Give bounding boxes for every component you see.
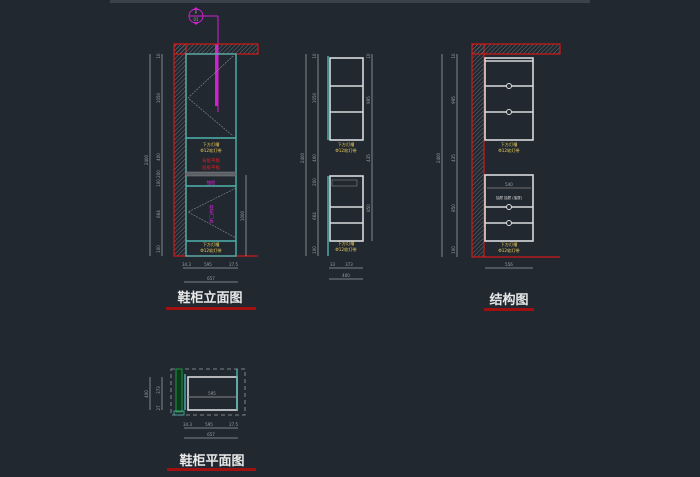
note-lower-1: 下方灯槽 <box>203 241 221 248</box>
dim-bottom: 33 <box>330 262 336 267</box>
structure-dimensions: 2400 10 995 435 850 100 556 <box>436 53 533 269</box>
section-tag: P 01 <box>188 7 219 112</box>
dim-total: 2400 <box>436 152 441 163</box>
dim-bottom: 27.5 <box>229 262 238 267</box>
structure-note-upper-2: Φ12软灯带 <box>498 147 519 154</box>
dim-bottom: 27.5 <box>229 422 238 427</box>
dim-seg: 995 <box>451 96 456 104</box>
dim-bottom: 595 <box>205 422 213 427</box>
dim-seg: 664 <box>312 212 317 220</box>
dim-seg: 400 <box>312 154 317 162</box>
dim-seg: 1050 <box>156 92 161 103</box>
dim-bottom: 34.3 <box>183 422 192 427</box>
side-dimensions: 2400 10 1050 400 200 664 100 10 995 435 … <box>300 53 373 280</box>
dim-bottom: 34.3 <box>182 262 191 267</box>
dim-bottom: 595 <box>204 262 212 267</box>
dim-seg: 10 <box>451 53 456 59</box>
note-red-2: 层板平板 <box>202 164 220 171</box>
dim-seg: 100 <box>312 246 317 254</box>
shoe-cabinet-plan: 595 400 373 27 34.3 595 27.5 657 鞋柜平面图 <box>144 368 256 471</box>
dim-seg: 435 <box>366 154 371 162</box>
note-vertical: 鞋柜门板 <box>209 204 214 225</box>
structure-note-lower-2: Φ12软灯带 <box>498 247 519 254</box>
dim-seg: 200 <box>312 178 317 186</box>
dim-seg: 435 <box>451 154 456 162</box>
tag-top: P <box>195 10 198 15</box>
note-upper-1: 下方灯槽 <box>203 141 221 148</box>
dim-width: 556 <box>505 262 513 267</box>
dim-total: 2400 <box>300 152 305 163</box>
side-note-lower-1: 下方灯槽 <box>338 240 356 247</box>
dim-total: 2400 <box>144 154 149 165</box>
tag-bottom: 01 <box>193 17 199 22</box>
dim-right: 1000 <box>240 210 245 221</box>
dim-seg: 10 <box>156 53 161 59</box>
note-upper-2: Φ12软灯带 <box>200 147 221 154</box>
structure-note-upper-1: 下方灯槽 <box>501 141 519 148</box>
dim-seg: 373 <box>156 386 161 394</box>
side-note-upper-1: 下方灯槽 <box>338 141 356 148</box>
dim-seg: 100 <box>156 179 161 187</box>
leader-bar <box>215 44 218 106</box>
dim-bottom: 373 <box>345 262 353 267</box>
title-underline <box>167 468 256 471</box>
shoe-cabinet-elevation: P 01 下方灯槽 Φ12软灯带 背板平板 层板平板 抽屉 鞋柜门板 下方灯槽 … <box>144 7 259 310</box>
dim-seg: 10 <box>312 53 317 59</box>
dim-seg: 27 <box>156 405 161 411</box>
title-elevation: 鞋柜立面图 <box>177 290 242 306</box>
dim-seg: 850 <box>366 204 371 212</box>
title-structure: 结构图 <box>489 292 528 308</box>
top-toolbar-edge <box>110 0 590 3</box>
wall-hatch <box>173 43 259 257</box>
note-drawer: 抽屉 <box>207 179 216 186</box>
dim-seg: 995 <box>366 96 371 104</box>
dim-depth: 400 <box>144 390 149 398</box>
dim-seg: 100 <box>156 245 161 253</box>
cabinet-side-view: 下方灯槽 Φ12软灯带 下方灯槽 Φ12软灯带 2400 10 1050 400… <box>300 53 373 280</box>
dim-overall: 657 <box>207 276 215 281</box>
structure-note-lower-1: 下方灯槽 <box>501 241 519 248</box>
side-note-lower-2: Φ12软灯带 <box>335 246 356 253</box>
cabinet-outline <box>185 53 237 257</box>
dim-overall: 400 <box>342 273 350 278</box>
elevation-dimensions: 2400 10 1050 400 200 100 664 100 1000 34… <box>144 53 247 283</box>
title-plan: 鞋柜平面图 <box>179 453 244 469</box>
dim-seg: 100 <box>451 246 456 254</box>
plan-dimensions: 400 373 27 34.3 595 27.5 657 <box>144 377 238 439</box>
dim-overall: 657 <box>207 432 215 437</box>
dim-seg: 200 <box>156 170 161 178</box>
dim-inner: 595 <box>208 391 216 396</box>
note-red-1: 背板平板 <box>202 157 220 164</box>
title-underline <box>166 307 256 310</box>
dim-seg: 664 <box>156 210 161 218</box>
side-note-upper-2: Φ12软灯带 <box>335 147 356 154</box>
dim-seg: 400 <box>156 153 161 161</box>
dim-seg: 10 <box>366 53 371 59</box>
title-underline <box>484 308 534 311</box>
dim-seg: 1050 <box>312 92 317 103</box>
dim-seg: 850 <box>451 204 456 212</box>
dim-inner-width: 540 <box>505 182 513 187</box>
structure-view: 540 抽屉 抽屉 (抽屉) 下方灯槽 Φ12软灯带 下方灯槽 Φ12软灯带 2… <box>436 43 561 311</box>
drawer-note: 抽屉 抽屉 (抽屉) <box>496 195 523 200</box>
note-lower-2: Φ12软灯带 <box>200 247 221 254</box>
